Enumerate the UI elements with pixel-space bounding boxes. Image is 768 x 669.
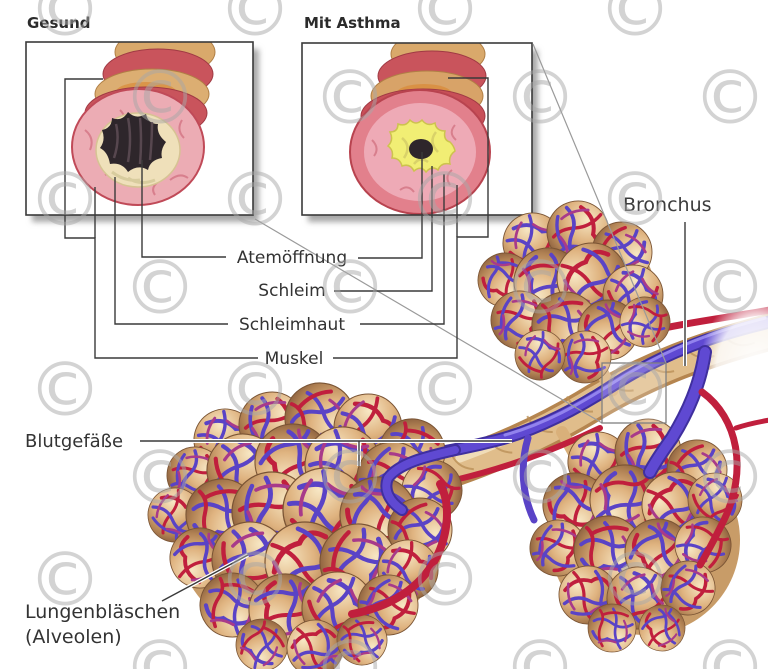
zoom-region-box — [601, 362, 667, 424]
healthy-panel-title: Gesund — [27, 14, 91, 32]
label-airway-opening: Atemöffnung — [236, 248, 348, 268]
asthma-bronchus-panel — [301, 42, 533, 216]
artery-right-arc — [696, 388, 741, 569]
label-mucus: Schleim — [258, 281, 326, 301]
artery-edge-stub — [733, 417, 768, 431]
callout-lines — [64, 77, 687, 603]
label-mucosa: Schleimhaut — [238, 315, 346, 335]
edge-fade — [699, 292, 768, 452]
artery-left-wrap — [348, 480, 451, 618]
healthy-bronchus-panel — [25, 41, 254, 216]
label-blood-vessels: Blutgefäße — [25, 431, 124, 452]
alveoli-cluster-left — [136, 370, 475, 669]
label-bronchus: Bronchus — [623, 194, 712, 216]
healthy-bronchus-illustration — [71, 42, 216, 206]
asthma-panel-title: Mit Asthma — [304, 14, 401, 32]
zoom-line-left — [254, 218, 603, 424]
vein-branch-right — [643, 345, 712, 479]
alveoli-cluster-top — [470, 194, 678, 391]
zoom-line-right — [532, 43, 667, 364]
label-alveoli: Lungenbläschen(Alveolen) — [25, 601, 181, 648]
label-muscle: Muskel — [264, 349, 324, 369]
vein-branch-left — [380, 434, 538, 524]
alveoli-cluster-right — [520, 414, 755, 661]
asthma-bronchus-illustration — [349, 43, 491, 215]
